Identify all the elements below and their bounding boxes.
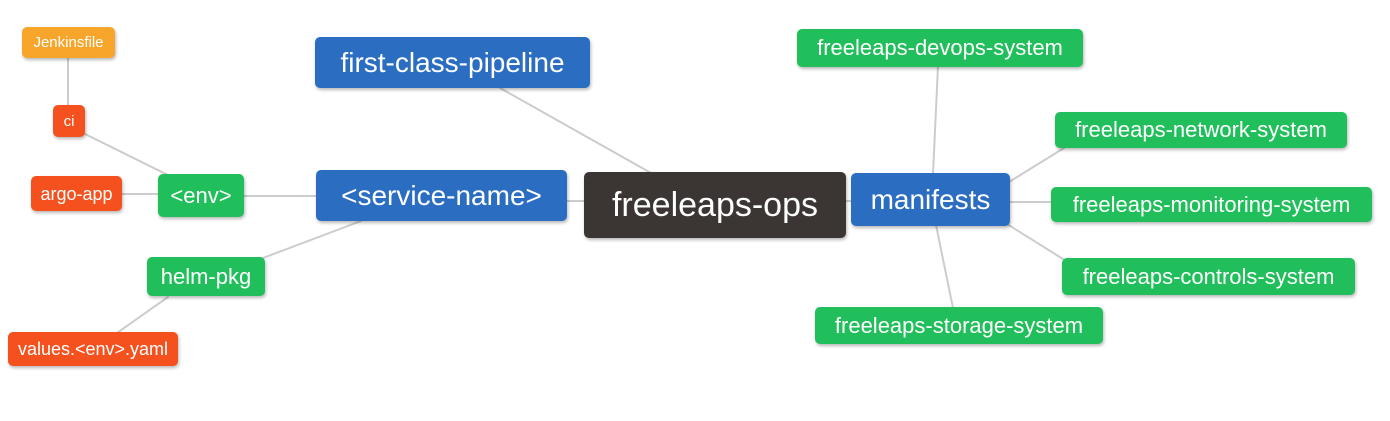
edge-manifests-devops: [932, 65, 939, 175]
node-first-class-pipeline[interactable]: first-class-pipeline: [315, 37, 590, 88]
node-freeleaps-controls-system[interactable]: freeleaps-controls-system: [1062, 258, 1355, 295]
node-freeleaps-monitoring-system[interactable]: freeleaps-monitoring-system: [1051, 187, 1372, 222]
node-service-name[interactable]: <service-name>: [316, 170, 567, 221]
edge-values-helm-pkg: [116, 296, 169, 334]
node-manifests[interactable]: manifests: [851, 173, 1010, 226]
edge-pipeline-freeleaps-ops: [499, 87, 652, 174]
node-jenkinsfile[interactable]: Jenkinsfile: [22, 27, 115, 58]
node-freeleaps-storage-system[interactable]: freeleaps-storage-system: [815, 307, 1103, 344]
edge-helm-pkg-service-name: [262, 220, 362, 259]
edge-manifests-controls: [1006, 223, 1064, 260]
node-helm-pkg[interactable]: helm-pkg: [147, 257, 265, 296]
node-env[interactable]: <env>: [158, 174, 244, 217]
edge-manifests-storage: [935, 224, 954, 309]
edge-ci-env: [84, 133, 173, 178]
node-freeleaps-network-system[interactable]: freeleaps-network-system: [1055, 112, 1347, 148]
node-argo-app[interactable]: argo-app: [31, 176, 122, 211]
node-freeleaps-devops-system[interactable]: freeleaps-devops-system: [797, 29, 1083, 67]
node-values-env-yaml[interactable]: values.<env>.yaml: [8, 332, 178, 366]
node-ci[interactable]: ci: [53, 105, 85, 137]
node-freeleaps-ops[interactable]: freeleaps-ops: [584, 172, 846, 238]
edge-manifests-network: [1008, 147, 1065, 183]
